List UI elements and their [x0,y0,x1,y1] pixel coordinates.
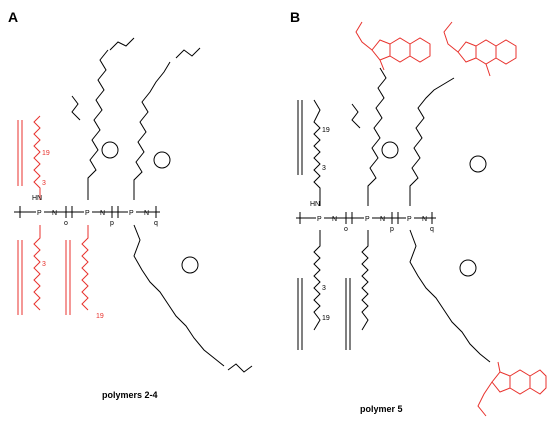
panel-a-repeat-19-lower: 19 [96,313,104,320]
panel-a-sub-p: p [110,220,114,227]
panel-a-sub-q: q [154,220,158,227]
panel-b-repeat-3-upper: 3 [322,165,326,172]
panel-b-peg-chains: 19 3 HN 3 19 [297,99,369,350]
panel-a-repeat-19-upper: 19 [42,150,50,157]
panel-b-p1: P [317,216,322,223]
panel-a-label: A [8,9,18,25]
panel-b-repeat-19-lower: 19 [322,315,330,322]
panel-a-n1: N [52,210,57,217]
panel-b-repeat-3-lower: 3 [322,285,326,292]
panel-a-hn-upper: HN [32,195,42,202]
panel-a-n2: N [100,210,105,217]
panel-a-peg-lower: 3 19 [17,225,104,320]
panel-b-sub-q: q [430,226,434,233]
panel-a-peptide-chains [71,37,253,373]
panel-b-n2: N [380,216,385,223]
panel-b-imidazoquinoline-top-right [443,21,517,77]
panel-b-backbone: P N o P N p P N q [296,212,436,233]
panel-b-label: B [290,9,300,25]
panel-b-imidazoquinoline-top-left [355,21,431,71]
panel-a-backbone: P N o P N p P N q [14,206,160,227]
panel-a-sub-o: o [64,220,68,227]
panel-a-p2: P [85,210,90,217]
panel-a-p3: P [129,210,134,217]
panel-a-caption: polymers 2-4 [102,390,158,400]
panel-b-sub-p: p [390,226,394,233]
panel-b-repeat-19-upper: 19 [322,127,330,134]
panel-b-hn-upper: HN [310,201,320,208]
panel-b-n3: N [422,216,427,223]
panel-b-sub-o: o [344,226,348,233]
panel-a-n3: N [144,210,149,217]
panel-b-caption: polymer 5 [360,404,403,414]
panel-b-imidazoquinoline-bottom [477,361,547,417]
panel-b-peptide-chains [351,67,491,363]
panel-a-peg-upper: 19 3 HN [17,115,50,202]
panel-a-p1: P [37,210,42,217]
panel-a-repeat-3-lower: 3 [42,261,46,268]
panel-b-p3: P [407,216,412,223]
panel-b-n1: N [332,216,337,223]
panel-a-repeat-3-upper: 3 [42,180,46,187]
panel-b-p2: P [365,216,370,223]
